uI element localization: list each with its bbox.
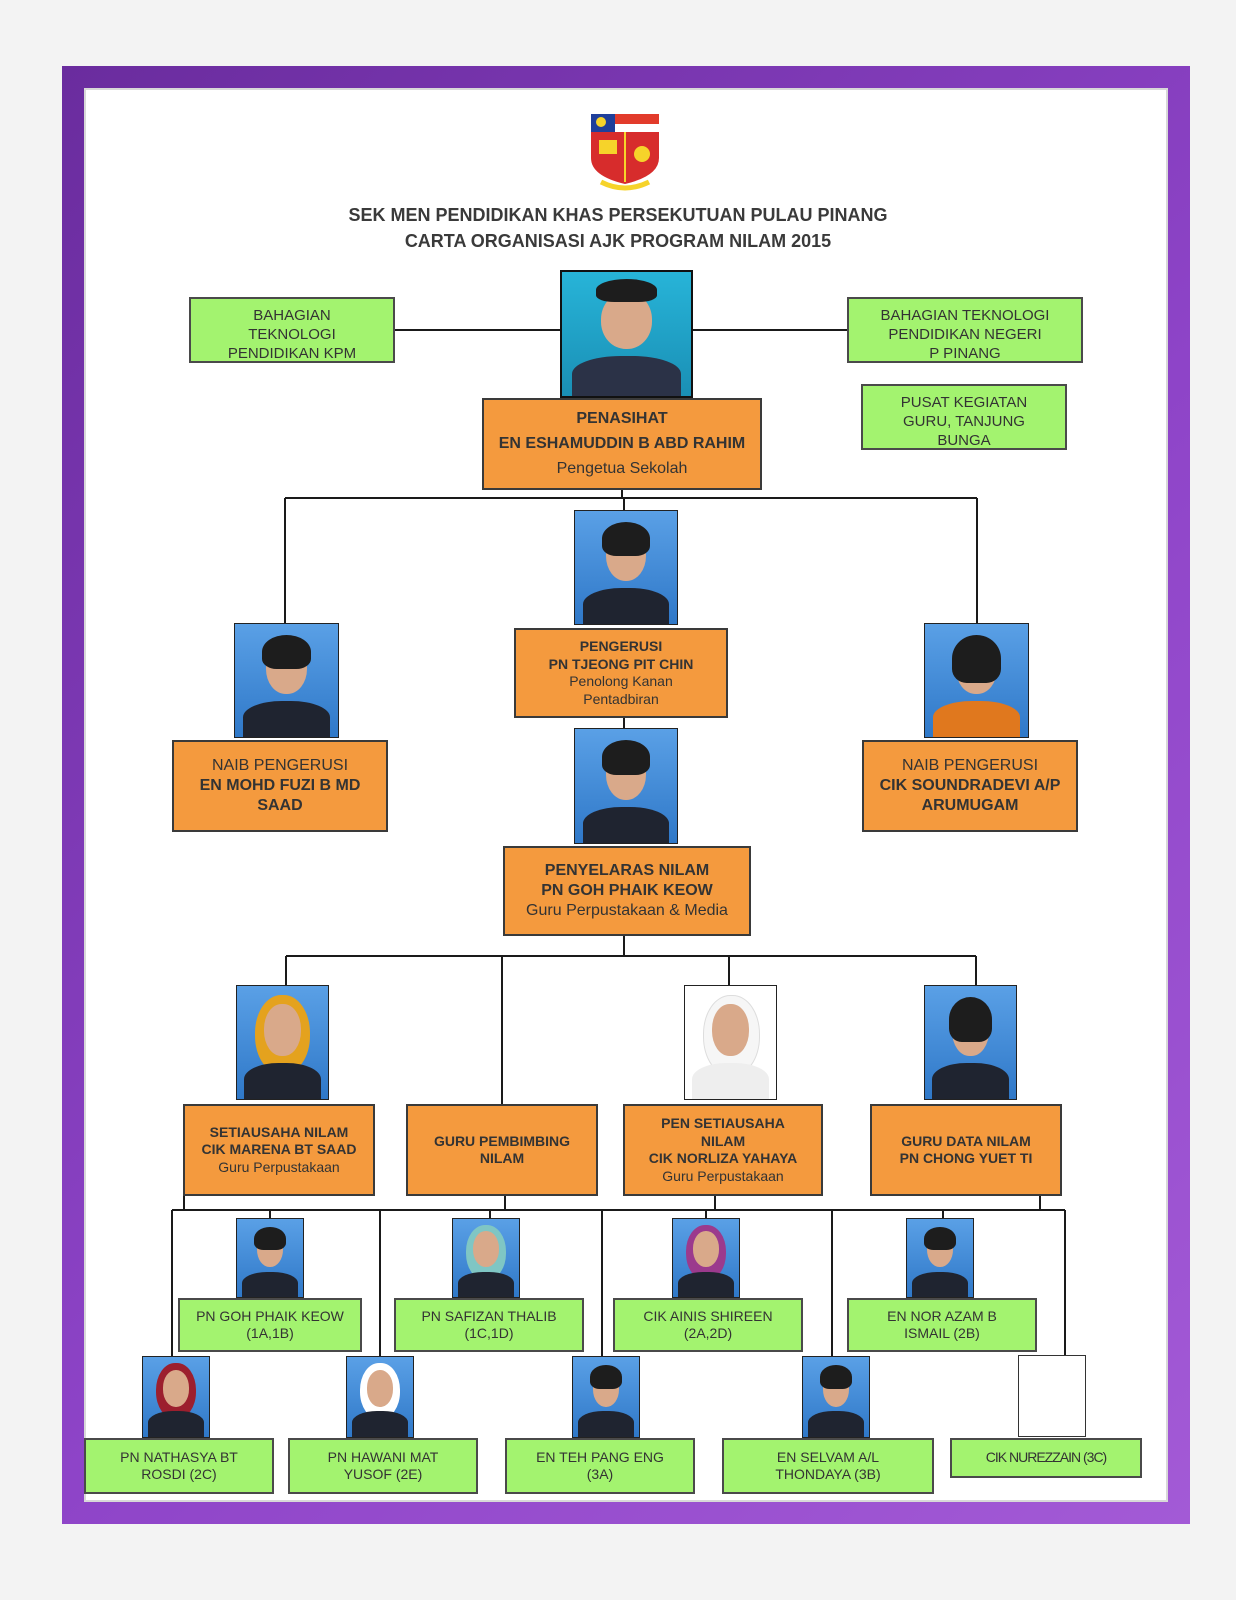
pen-setiausaha-box: PEN SETIAUSAHA NILAM CIK NORLIZA YAHAYA …	[623, 1104, 823, 1196]
pembimbing-line1: GURU PEMBIMBING	[434, 1133, 570, 1151]
teacher-name: PN GOH PHAIK KEOW	[196, 1308, 344, 1326]
teacher-box: PN GOH PHAIK KEOW (1A,1B)	[178, 1298, 362, 1352]
naib-right-name-line1: CIK SOUNDRADEVI A/P	[880, 776, 1061, 796]
naib-right-name-line2: ARUMUGAM	[922, 796, 1019, 816]
bahagian-teknologi-pendidikan-kpm-box: BAHAGIAN TEKNOLOGI PENDIDIKAN KPM	[189, 297, 395, 363]
pusat-kegiatan-guru-box: PUSAT KEGIATAN GURU, TANJUNG BUNGA	[861, 384, 1067, 450]
naib-pengerusi-right-photo	[924, 623, 1029, 738]
naib-pengerusi-right-box: NAIB PENGERUSI CIK SOUNDRADEVI A/P ARUMU…	[862, 740, 1078, 832]
teacher-box: CIK AINIS SHIREEN (2A,2D)	[613, 1298, 803, 1352]
pengerusi-role: PENGERUSI	[580, 638, 662, 656]
teacher-classes: ROSDI (2C)	[141, 1466, 216, 1484]
box-line: PENDIDIKAN NEGERI	[888, 326, 1041, 345]
setiausaha-position: Guru Perpustakaan	[218, 1159, 339, 1177]
guru-data-line1: GURU DATA NILAM	[901, 1133, 1031, 1151]
teacher-classes: (3A)	[587, 1466, 613, 1484]
box-line: PUSAT KEGIATAN	[901, 394, 1027, 413]
pen-setiausaha-line3: CIK NORLIZA YAHAYA	[649, 1150, 798, 1168]
teacher-name: EN TEH PANG ENG	[536, 1449, 664, 1467]
teacher-classes: ISMAIL (2B)	[904, 1325, 980, 1343]
teacher-name: PN HAWANI MAT	[328, 1449, 439, 1467]
teacher-photo	[572, 1356, 640, 1438]
guru-pembimbing-box: GURU PEMBIMBING NILAM	[406, 1104, 598, 1196]
teacher-name: PN SAFIZAN THALIB	[421, 1308, 556, 1326]
teacher-name: EN SELVAM A/L	[777, 1449, 879, 1467]
box-line: GURU, TANJUNG	[903, 413, 1025, 432]
penyelaras-position: Guru Perpustakaan & Media	[526, 901, 728, 921]
box-line: BAHAGIAN TEKNOLOGI	[881, 307, 1050, 326]
teacher-photo	[802, 1356, 870, 1438]
pengerusi-name: PN TJEONG PIT CHIN	[549, 656, 694, 674]
pembimbing-line2: NILAM	[480, 1150, 524, 1168]
teacher-classes: THONDAYA (3B)	[775, 1466, 880, 1484]
empty-photo-placeholder	[1018, 1355, 1086, 1437]
teacher-box: PN HAWANI MAT YUSOF (2E)	[288, 1438, 478, 1494]
setiausaha-line2: CIK MARENA BT SAAD	[201, 1141, 356, 1159]
teacher-photo	[906, 1218, 974, 1298]
penyelaras-role: PENYELARAS NILAM	[545, 861, 709, 881]
setiausaha-photo	[236, 985, 329, 1100]
teacher-box: EN NOR AZAM B ISMAIL (2B)	[847, 1298, 1037, 1352]
box-line: PENDIDIKAN KPM	[228, 345, 356, 364]
teacher-classes: (2A,2D)	[684, 1325, 732, 1343]
chart-title-line1: SEK MEN PENDIDIKAN KHAS PERSEKUTUAN PULA…	[0, 205, 1236, 226]
pengerusi-position-line2: Pentadbiran	[583, 691, 659, 709]
teacher-photo	[452, 1218, 520, 1298]
teacher-photo	[672, 1218, 740, 1298]
pen-setiausaha-line1: PEN SETIAUSAHA	[661, 1115, 785, 1133]
box-line: TEKNOLOGI	[248, 326, 336, 345]
box-line: P PINANG	[929, 345, 1000, 364]
pengerusi-position-line1: Penolong Kanan	[569, 673, 673, 691]
bahagian-teknologi-pendidikan-negeri-box: BAHAGIAN TEKNOLOGI PENDIDIKAN NEGERI P P…	[847, 297, 1083, 363]
guru-data-box: GURU DATA NILAM PN CHONG YUET TI	[870, 1104, 1062, 1196]
pen-setiausaha-position: Guru Perpustakaan	[662, 1168, 783, 1186]
naib-right-role: NAIB PENGERUSI	[902, 756, 1038, 776]
naib-pengerusi-left-photo	[234, 623, 339, 738]
penasihat-role: PENASIHAT	[576, 409, 667, 429]
pengerusi-box: PENGERUSI PN TJEONG PIT CHIN Penolong Ka…	[514, 628, 728, 718]
penasihat-box: PENASIHAT EN ESHAMUDDIN B ABD RAHIM Peng…	[482, 398, 762, 490]
teacher-box: PN NATHASYA BT ROSDI (2C)	[84, 1438, 274, 1494]
setiausaha-box: SETIAUSAHA NILAM CIK MARENA BT SAAD Guru…	[183, 1104, 375, 1196]
teacher-box: EN TEH PANG ENG (3A)	[505, 1438, 695, 1494]
penyelaras-photo	[574, 728, 678, 844]
teacher-classes: (1A,1B)	[246, 1325, 293, 1343]
teacher-name: EN NOR AZAM B	[887, 1308, 997, 1326]
teacher-photo	[346, 1356, 414, 1438]
teacher-name: CIK AINIS SHIREEN	[643, 1308, 772, 1326]
chart-title-line2: CARTA ORGANISASI AJK PROGRAM NILAM 2015	[0, 231, 1236, 252]
teacher-box: EN SELVAM A/L THONDAYA (3B)	[722, 1438, 934, 1494]
naib-left-name-line2: SAAD	[257, 796, 302, 816]
guru-data-line2: PN CHONG YUET TI	[900, 1150, 1033, 1168]
teacher-photo	[236, 1218, 304, 1298]
pen-setiausaha-photo	[684, 985, 777, 1100]
teacher-name: CIK NUREZZAIN (3C)	[986, 1449, 1106, 1467]
box-line: BUNGA	[937, 432, 990, 451]
school-crest-icon	[585, 110, 665, 192]
teacher-name: PN NATHASYA BT	[120, 1449, 238, 1467]
teacher-photo	[142, 1356, 210, 1438]
teacher-classes: YUSOF (2E)	[344, 1466, 423, 1484]
guru-data-photo	[924, 985, 1017, 1100]
box-line: BAHAGIAN	[253, 307, 331, 326]
naib-pengerusi-left-box: NAIB PENGERUSI EN MOHD FUZI B MD SAAD	[172, 740, 388, 832]
naib-left-role: NAIB PENGERUSI	[212, 756, 348, 776]
teacher-box: CIK NUREZZAIN (3C)	[950, 1438, 1142, 1478]
setiausaha-line1: SETIAUSAHA NILAM	[210, 1124, 349, 1142]
pen-setiausaha-line2: NILAM	[701, 1133, 745, 1151]
teacher-box: PN SAFIZAN THALIB (1C,1D)	[394, 1298, 584, 1352]
penasihat-photo	[560, 270, 693, 398]
pengerusi-photo	[574, 510, 678, 625]
penasihat-name: EN ESHAMUDDIN B ABD RAHIM	[499, 434, 746, 454]
penasihat-position: Pengetua Sekolah	[557, 459, 688, 479]
penyelaras-box: PENYELARAS NILAM PN GOH PHAIK KEOW Guru …	[503, 846, 751, 936]
penyelaras-name: PN GOH PHAIK KEOW	[541, 881, 713, 901]
teacher-classes: (1C,1D)	[464, 1325, 513, 1343]
naib-left-name-line1: EN MOHD FUZI B MD	[200, 776, 361, 796]
